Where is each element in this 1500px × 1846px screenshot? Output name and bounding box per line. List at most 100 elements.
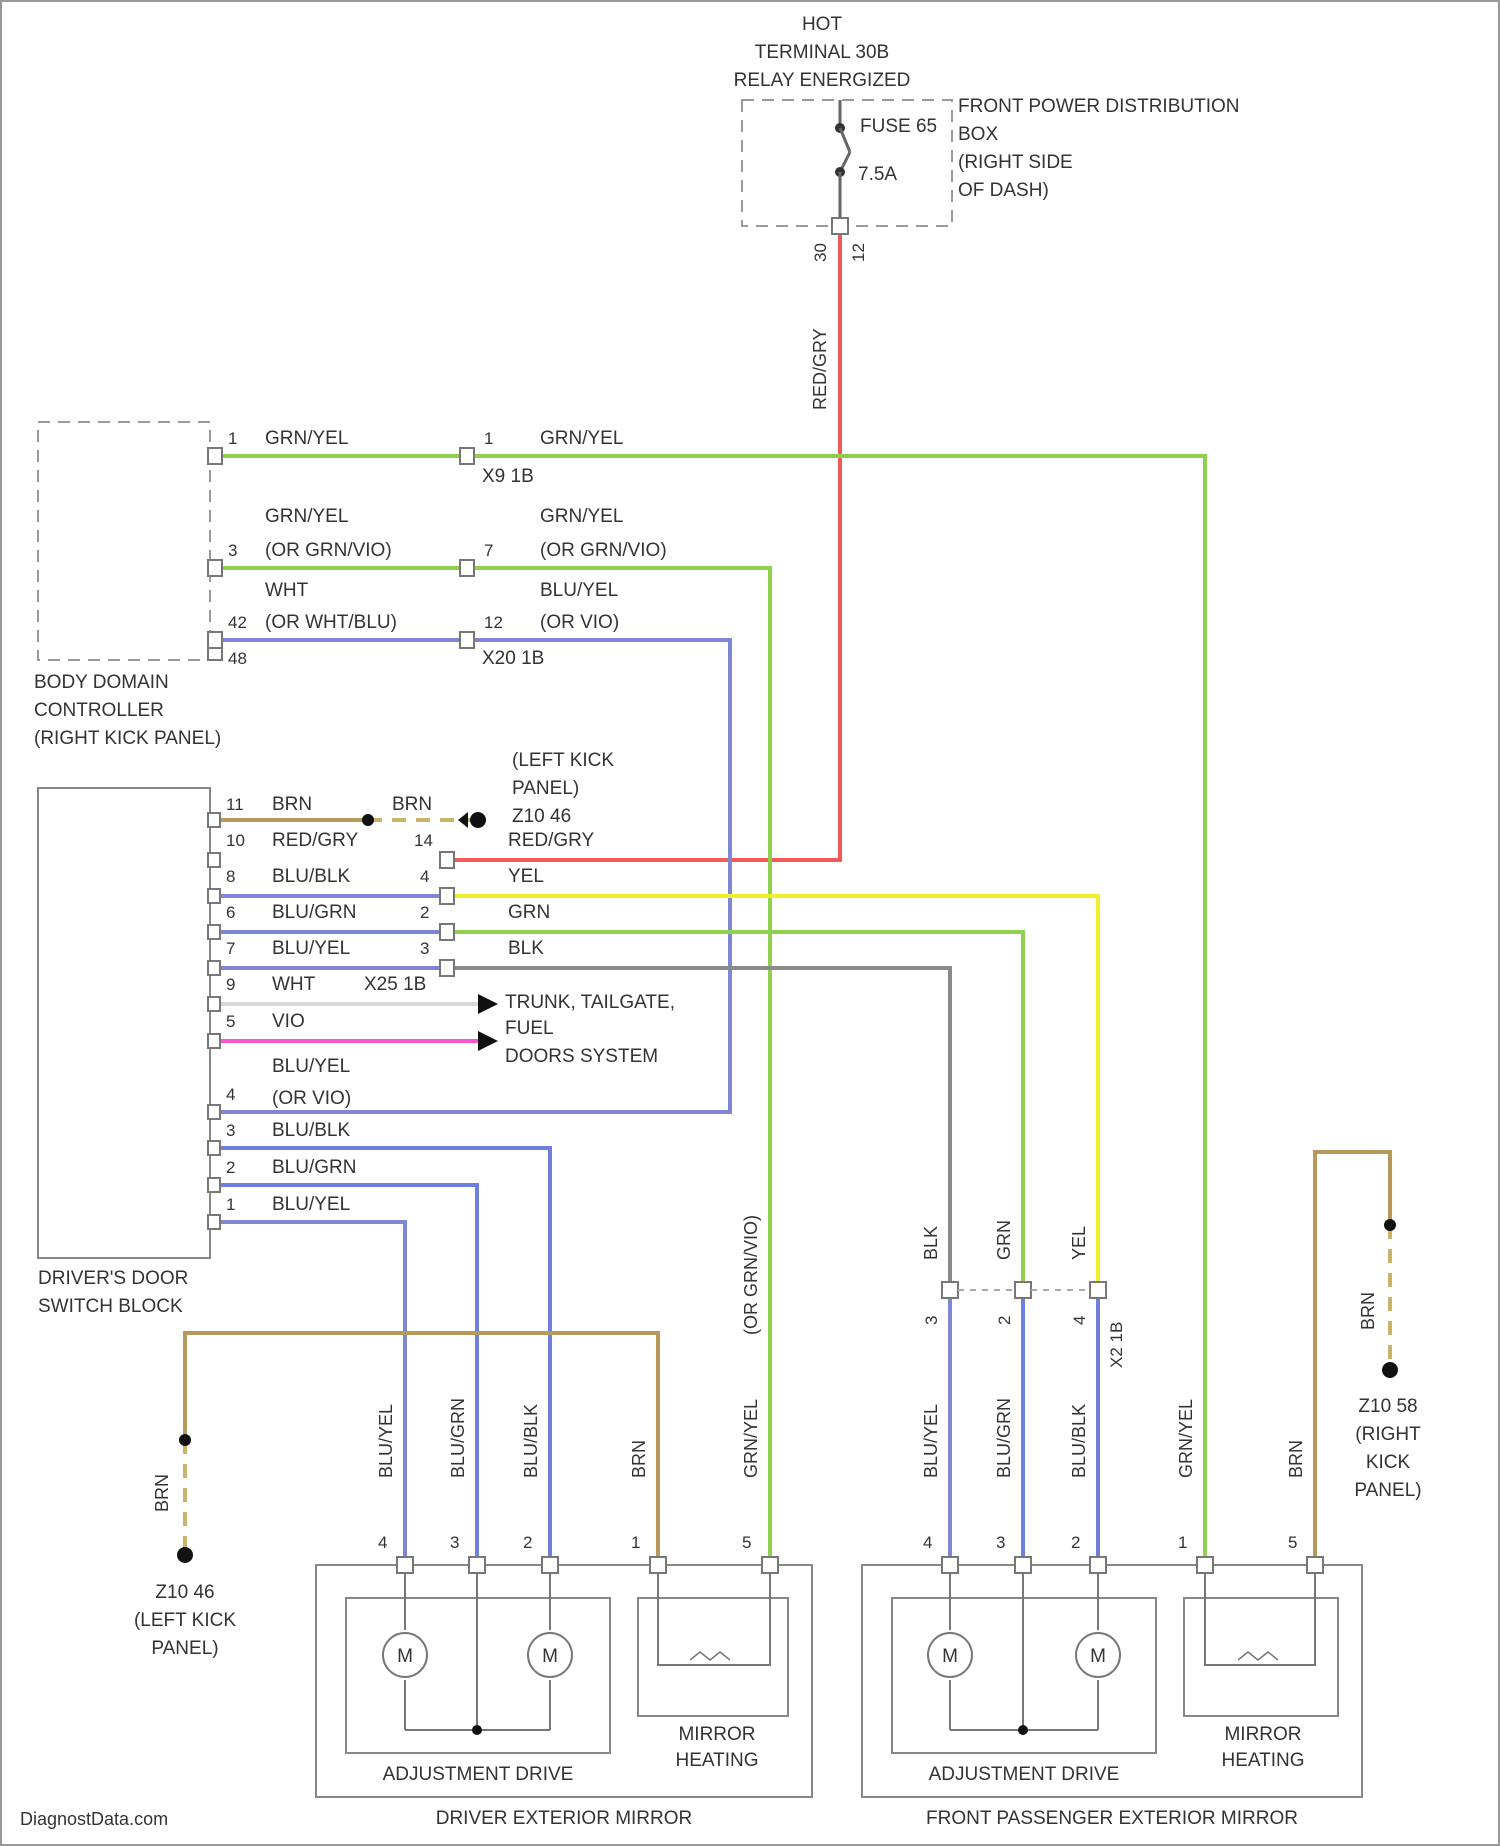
dsb-wire9: WHT [272, 974, 316, 995]
bdc-pin3: 3 [228, 541, 237, 560]
mid-red: RED/GRY [508, 830, 595, 851]
svg-text:BRN: BRN [1286, 1440, 1306, 1478]
driver-mirror-terminal-0 [397, 1557, 413, 1573]
dsb-wire5: VIO [272, 1011, 305, 1032]
dsb-terminal-3 [208, 925, 220, 939]
ground-bottom-wire: BRN [152, 1474, 172, 1512]
svg-text:3: 3 [996, 1533, 1005, 1552]
dsb-label2: SWITCH BLOCK [38, 1296, 183, 1317]
dsb-terminal-8 [208, 1141, 220, 1155]
dsb-wire6: BLU/GRN [272, 902, 356, 923]
dsb-wire4a: BLU/YEL [272, 1056, 350, 1077]
dsb-pin11: 11 [226, 795, 244, 814]
dsb-wire3: BLU/BLK [272, 1120, 350, 1141]
svg-text:PANEL): PANEL) [1354, 1480, 1421, 1501]
x9-conn: X9 1B [482, 466, 534, 487]
dsb-wire1: BLU/YEL [272, 1194, 350, 1215]
svg-text:Z10 58: Z10 58 [1358, 1396, 1417, 1417]
bdc-wire42b: (OR WHT/BLU) [265, 612, 397, 633]
dsb-terminal-1 [208, 853, 220, 867]
x9-wire12a: BLU/YEL [540, 580, 618, 601]
dsb-wire4b: (OR VIO) [272, 1088, 351, 1109]
dsb-wire10: RED/GRY [272, 830, 359, 851]
bdc-wire3b: (OR GRN/VIO) [265, 540, 392, 561]
x9-pin1: 1 [484, 429, 493, 448]
dsb-terminal-6 [208, 1034, 220, 1048]
dsb-pin6: 6 [226, 903, 235, 922]
pdb-line1: FRONT POWER DISTRIBUTION [958, 96, 1239, 117]
dsb-wire8: BLU/BLK [272, 866, 350, 887]
svg-text:BLU/GRN: BLU/GRN [994, 1398, 1014, 1478]
svg-text:BLU/BLK: BLU/BLK [521, 1404, 541, 1478]
ground-bottom-l2: (LEFT KICK [134, 1610, 236, 1631]
passenger-mirror-terminal-4 [1307, 1557, 1323, 1573]
driver-mirror-terminal-1 [469, 1557, 485, 1573]
x9-wire7a: GRN/YEL [540, 506, 623, 527]
svg-text:4: 4 [1070, 1316, 1089, 1325]
dsb-wire2: BLU/GRN [272, 1157, 356, 1178]
svg-text:YEL: YEL [1069, 1226, 1089, 1260]
bdc-wire42a: WHT [265, 580, 309, 601]
passenger-mirror-terminal-2 [1090, 1557, 1106, 1573]
pdb-line4: OF DASH) [958, 180, 1049, 201]
svg-text:(OR GRN/VIO): (OR GRN/VIO) [741, 1215, 761, 1335]
mid-pin14: 14 [414, 831, 433, 850]
mid-pin3: 3 [420, 939, 429, 958]
x9-pin12: 12 [484, 613, 503, 632]
mid-grn: GRN [508, 902, 550, 923]
source-wire-label: RED/GRY [810, 328, 830, 410]
source-line1: HOT [802, 14, 843, 35]
ground-top-l3: Z10 46 [512, 806, 571, 827]
mid-pin2: 2 [420, 903, 429, 922]
svg-text:MIRROR: MIRROR [1224, 1724, 1301, 1745]
dsb-pin8: 8 [226, 867, 235, 886]
svg-text:HEATING: HEATING [1221, 1750, 1304, 1771]
bdc-pin42: 42 [228, 613, 247, 632]
svg-text:GRN/YEL: GRN/YEL [741, 1399, 761, 1478]
svg-text:3: 3 [450, 1533, 459, 1552]
svg-text:M: M [542, 1646, 558, 1667]
fuse-label: FUSE 65 [860, 116, 937, 137]
bdc-wire3a: GRN/YEL [265, 506, 348, 527]
svg-text:2: 2 [1071, 1533, 1080, 1552]
svg-text:GRN: GRN [994, 1220, 1014, 1260]
dsb-pin7: 7 [226, 939, 235, 958]
dsb-wire11: BRN [272, 794, 312, 815]
ground-right-wire: BRN [1358, 1292, 1378, 1330]
svg-text:GRN/YEL: GRN/YEL [1176, 1399, 1196, 1478]
dsb-terminal-4 [208, 961, 220, 975]
ground-top-l2: PANEL) [512, 778, 579, 799]
svg-text:M: M [1090, 1646, 1106, 1667]
arrow-target1: TRUNK, TAILGATE, [505, 992, 675, 1013]
mid-yel: YEL [508, 866, 544, 887]
x9-wire1: GRN/YEL [540, 428, 623, 449]
dsb-pin10: 10 [226, 831, 245, 850]
dsb-pin3: 3 [226, 1121, 235, 1140]
svg-text:X2 1B: X2 1B [1107, 1322, 1126, 1368]
svg-text:BLK: BLK [921, 1226, 941, 1260]
svg-text:4: 4 [378, 1533, 387, 1552]
dsb-pin5: 5 [226, 1012, 235, 1031]
ground-top-l1: (LEFT KICK [512, 750, 614, 771]
dsb-terminal-9 [208, 1178, 220, 1192]
fuse-rating: 7.5A [858, 164, 897, 185]
bdc-label3: (RIGHT KICK PANEL) [34, 728, 221, 749]
svg-text:1: 1 [1178, 1533, 1187, 1552]
passenger-mirror-terminal-3 [1197, 1557, 1213, 1573]
svg-text:BLU/YEL: BLU/YEL [376, 1404, 396, 1478]
pdb-line3: (RIGHT SIDE [958, 152, 1073, 173]
dsb-wire7: BLU/YEL [272, 938, 350, 959]
mid-conn: X25 1B [364, 974, 426, 995]
svg-text:2: 2 [523, 1533, 532, 1552]
dsb-label1: DRIVER'S DOOR [38, 1268, 188, 1289]
dsb-pin9: 9 [226, 975, 235, 994]
dsb-terminal-7 [208, 1105, 220, 1119]
dsb-pin4: 4 [226, 1085, 235, 1104]
passenger-mirror-terminal-1 [1015, 1557, 1031, 1573]
x20-conn: X20 1B [482, 648, 544, 669]
driver-mirror-terminal-4 [762, 1557, 778, 1573]
dsb-terminal-2 [208, 889, 220, 903]
bdc-pin48: 48 [228, 649, 247, 668]
source-line2: TERMINAL 30B [755, 42, 889, 63]
dsb-terminal-10 [208, 1215, 220, 1229]
